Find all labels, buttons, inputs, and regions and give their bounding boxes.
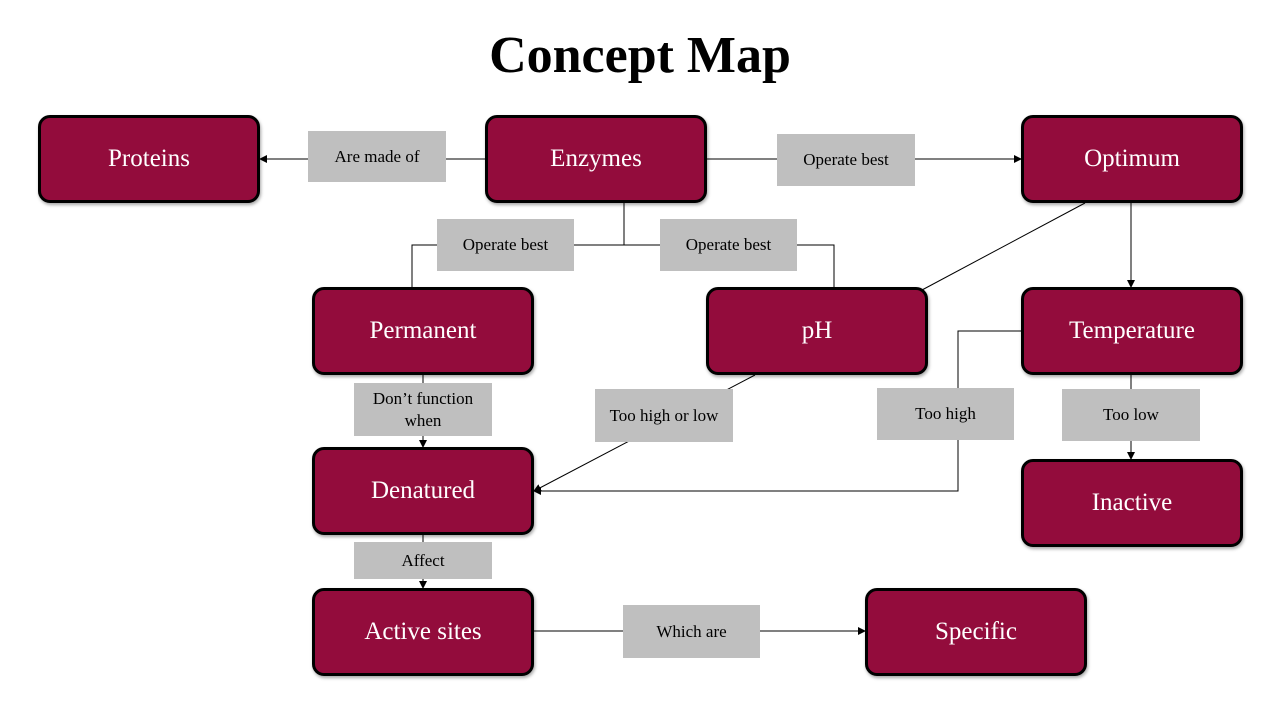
page-title: Concept Map (489, 27, 791, 84)
edge-label-dont-function-when: Don’t function when (354, 383, 492, 436)
edge-label-operate-best-left: Operate best (437, 219, 574, 271)
edge-label-are-made-of: Are made of (308, 131, 446, 182)
node-temperature[interactable]: Temperature (1021, 287, 1243, 375)
node-optimum[interactable]: Optimum (1021, 115, 1243, 203)
edge-label-affect: Affect (354, 542, 492, 579)
node-denatured[interactable]: Denatured (312, 447, 534, 535)
node-inactive[interactable]: Inactive (1021, 459, 1243, 547)
edge-label-too-high-or-low: Too high or low (595, 389, 733, 442)
edge-label-too-low: Too low (1062, 389, 1200, 441)
node-permanent[interactable]: Permanent (312, 287, 534, 375)
node-ph[interactable]: pH (706, 287, 928, 375)
edge-label-operate-best-top: Operate best (777, 134, 915, 186)
edge-label-operate-best-right: Operate best (660, 219, 797, 271)
edge-label-which-are: Which are (623, 605, 760, 658)
edge-optimum-ph (921, 202, 1086, 291)
node-active-sites[interactable]: Active sites (312, 588, 534, 676)
node-proteins[interactable]: Proteins (38, 115, 260, 203)
edge-label-too-high: Too high (877, 388, 1014, 440)
node-enzymes[interactable]: Enzymes (485, 115, 707, 203)
node-specific[interactable]: Specific (865, 588, 1087, 676)
